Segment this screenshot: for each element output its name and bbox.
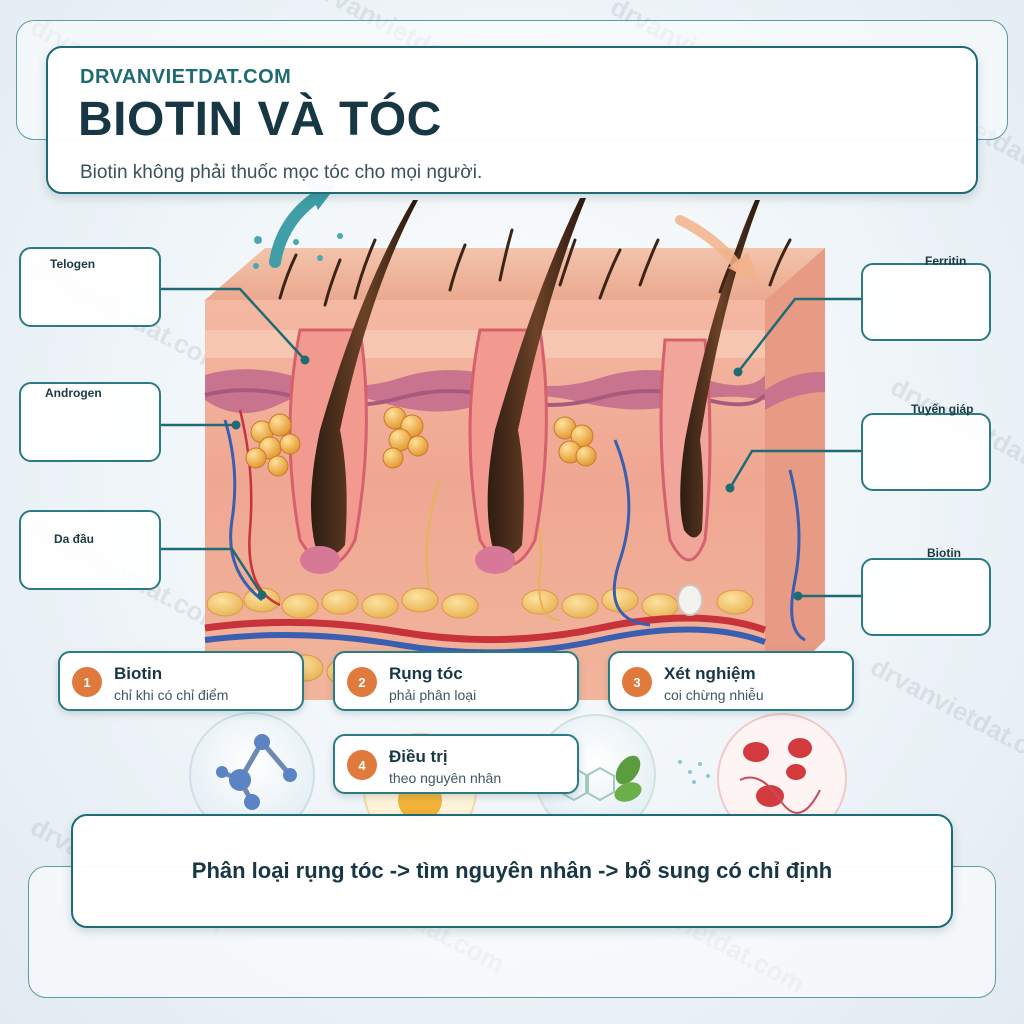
step-desc: phải phân loại <box>389 687 477 703</box>
step-desc: coi chừng nhiễu <box>664 687 764 703</box>
label-telogen: Telogen <box>50 257 96 271</box>
label-box-right-2 <box>861 413 991 491</box>
summary-text: Phân loại rụng tóc -> tìm nguyên nhân ->… <box>191 858 833 883</box>
label-box-right-3 <box>861 558 991 636</box>
step-number-badge: 4 <box>347 750 377 780</box>
step-title: Biotin <box>114 664 163 683</box>
step-title: Rụng tóc <box>389 664 463 683</box>
step-number-badge: 2 <box>347 667 377 697</box>
step-number-badge: 1 <box>72 667 102 697</box>
summary-card: Phân loại rụng tóc -> tìm nguyên nhân ->… <box>71 814 953 928</box>
header-card: DRVANVIETDAT.COM BIOTIN VÀ TÓC Biotin kh… <box>46 46 978 194</box>
label-biotin: Biotin <box>927 546 961 560</box>
page-subtitle: Biotin không phải thuốc mọc tóc cho mọi … <box>80 162 483 183</box>
label-box-left-3 <box>19 510 161 590</box>
label-box-right-1 <box>861 263 991 341</box>
step-card-3: 3 Xét nghiệm coi chừng nhiễu <box>608 651 854 711</box>
step-title: Điều trị <box>389 747 448 766</box>
step-title: Xét nghiệm <box>664 664 756 683</box>
label-ferritin: Ferritin <box>925 254 967 268</box>
step-desc: theo nguyên nhân <box>389 770 502 786</box>
step-number-badge: 3 <box>622 667 652 697</box>
label-tuyen-giap: Tuyến giáp <box>911 402 974 416</box>
step-card-4: 4 Điều trị theo nguyên nhân <box>333 734 579 794</box>
label-da-dau: Da đầu <box>54 532 95 546</box>
label-box-left-1 <box>19 247 161 327</box>
brand-name: DRVANVIETDAT.COM <box>80 66 292 88</box>
step-card-1: 1 Biotin chỉ khi có chỉ điểm <box>58 651 304 711</box>
step-card-2: 2 Rụng tóc phải phân loại <box>333 651 579 711</box>
step-desc: chỉ khi có chỉ điểm <box>114 687 229 703</box>
label-box-left-2 <box>19 382 161 462</box>
label-androgen: Androgen <box>45 386 102 400</box>
page-title: BIOTIN VÀ TÓC <box>78 93 442 146</box>
